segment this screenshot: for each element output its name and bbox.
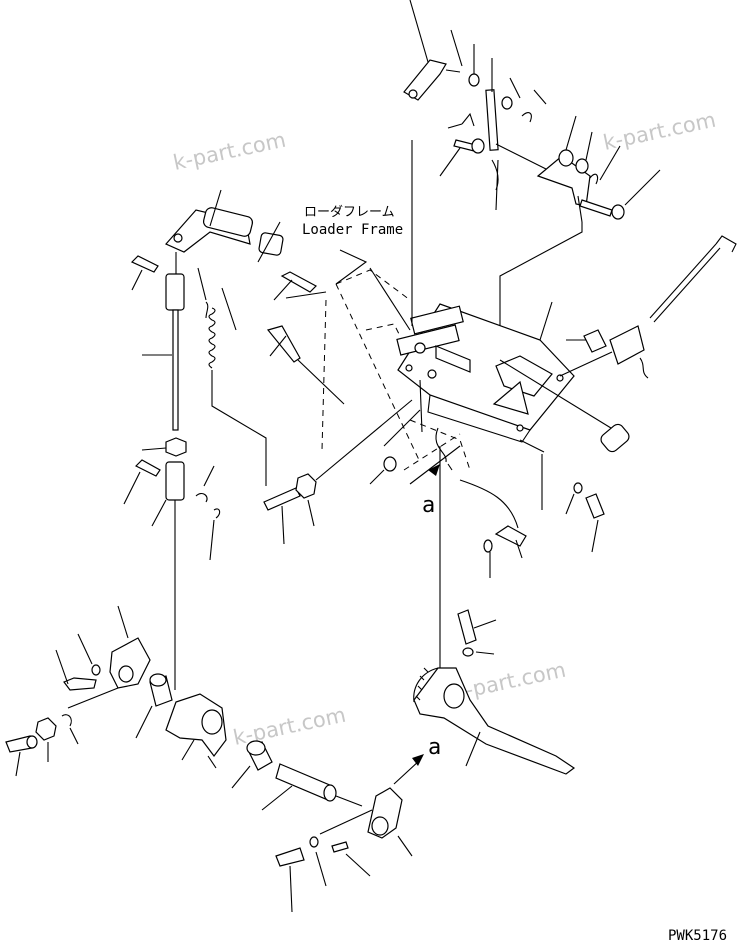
bushing-lower-left [135,673,173,739]
pedal-assembly [413,667,576,775]
loader-frame-outline [321,249,471,471]
tension-spring [197,267,267,486]
watermark-bottom-left: k-part.com [231,703,348,750]
cotter-pins-left [195,465,221,561]
figure-code: PWK5176 [668,928,727,944]
top-lever-assembly [403,0,661,360]
lower-left-fasteners [5,714,79,777]
bolt-mid-left [266,271,345,405]
bolt-upper-left [130,255,159,291]
loader-frame-label-jp: ローダフレーム [304,205,395,220]
view-marker-lower: a [428,735,441,760]
right-control-rod [559,235,737,453]
lower-arm [275,787,413,913]
washer-center [369,409,421,485]
bolt-center-right [459,479,527,578]
roller-lower-center [231,740,273,789]
loader-frame-bracket [396,140,625,471]
lower-left-lever [55,605,151,709]
pivot-bracket [165,693,227,769]
right-small-parts [519,439,605,553]
view-arrow-upper [409,445,461,485]
loader-frame-label-en: Loader Frame [302,222,403,238]
lower-bolt-right [457,609,497,657]
left-vertical-rod [123,273,187,690]
watermark-top-left: k-part.com [171,128,288,175]
pivot-pin [261,763,363,811]
view-marker-upper: a [422,493,435,518]
view-arrow-lower [393,754,424,785]
stud-and-nut [263,399,413,545]
upper-left-lever [165,189,284,274]
